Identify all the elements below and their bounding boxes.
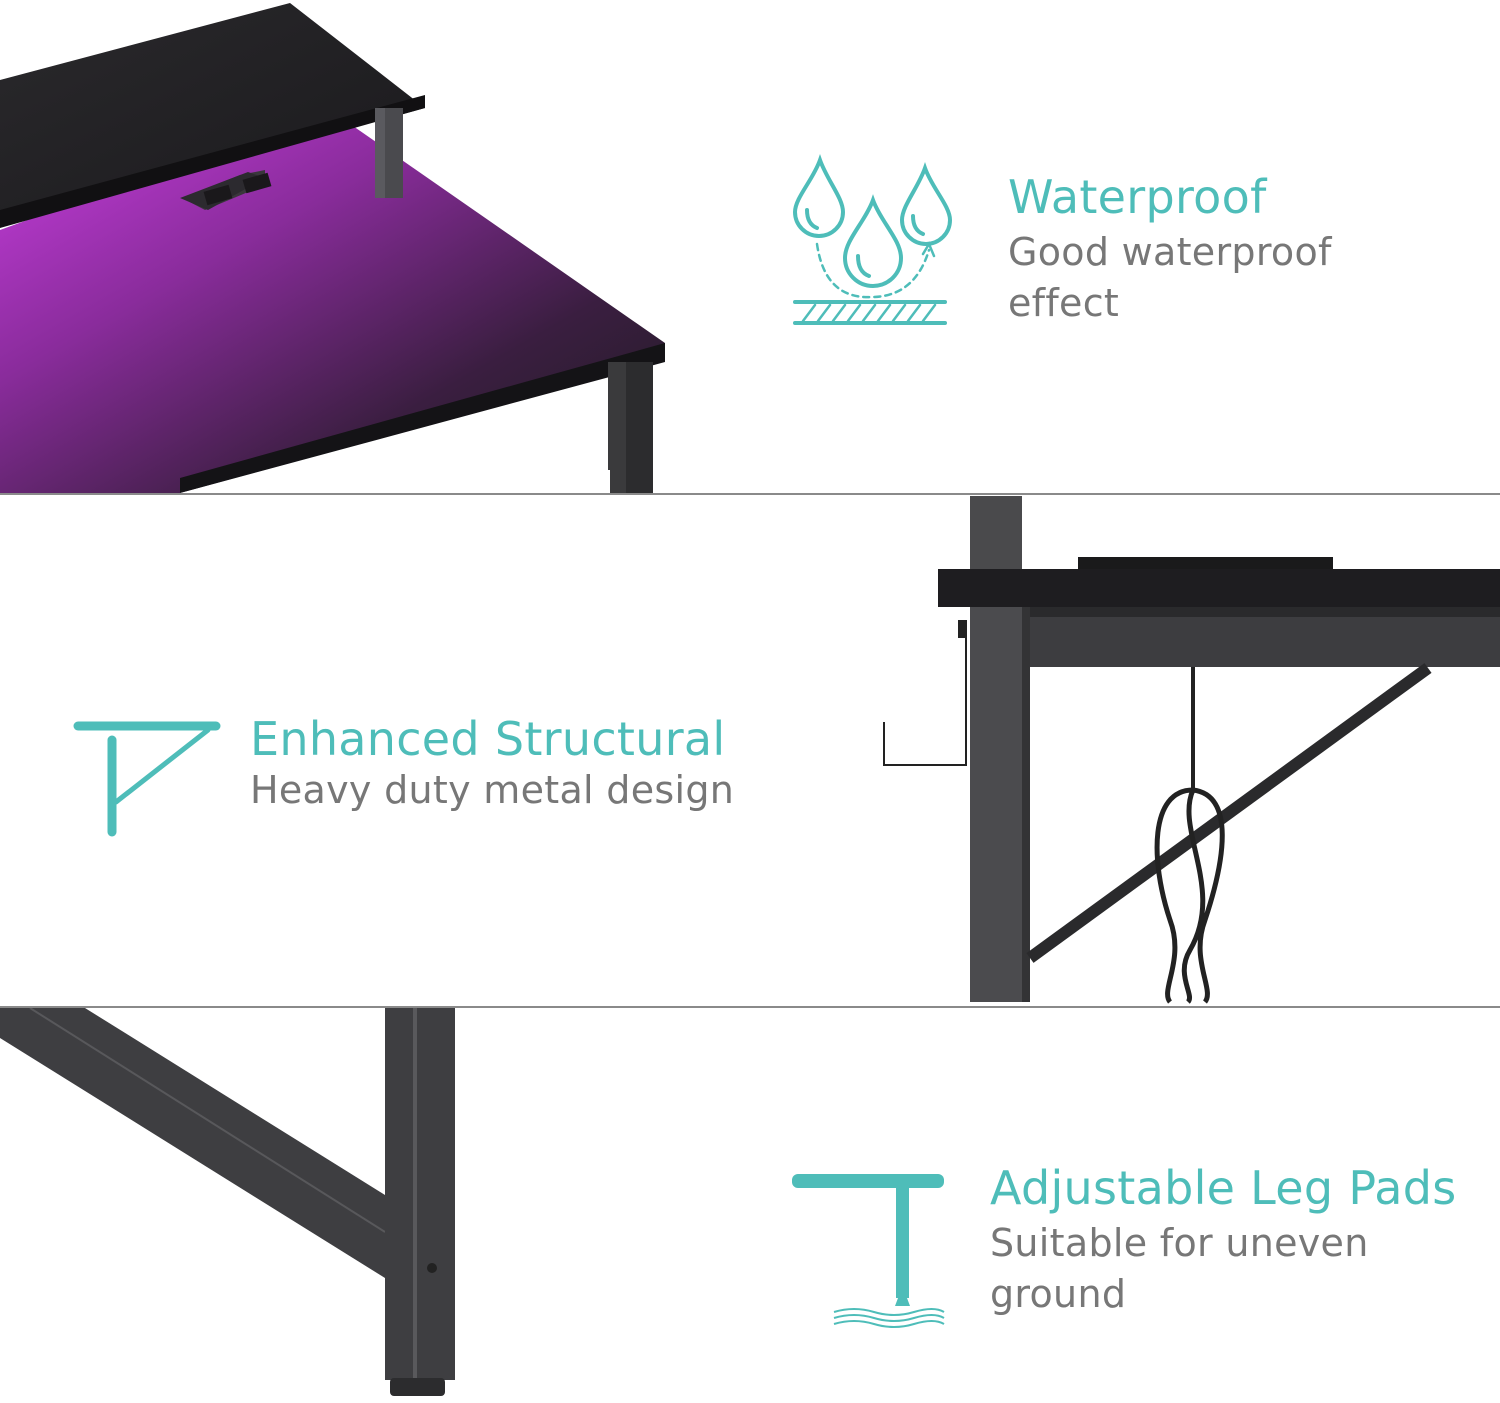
panel-structural: Enhanced Structural Heavy duty metal des… [0, 496, 1500, 1006]
feature-description: Heavy duty metal design [250, 767, 735, 812]
feature-title: Enhanced Structural [250, 712, 726, 766]
description-line: ground [990, 1271, 1127, 1316]
description-line: Suitable for uneven [990, 1220, 1369, 1265]
feature-title: Waterproof [1008, 170, 1267, 224]
leveling-foot-icon [792, 1174, 945, 1328]
description-line: effect [1008, 280, 1120, 325]
feature-description: Good waterproof effect [1008, 227, 1332, 330]
desk-leg-image [0, 1008, 455, 1396]
desk-side-frame-image [883, 496, 1500, 1004]
panel-waterproof: Waterproof Good waterproof effect [0, 0, 1500, 493]
feature-description: Suitable for uneven ground [990, 1218, 1457, 1321]
panel-leg-pads: Adjustable Leg Pads Suitable for uneven … [0, 1008, 1500, 1403]
bracket-support-icon [73, 721, 221, 837]
feature-title: Adjustable Leg Pads [990, 1161, 1457, 1215]
feature-structural: Enhanced Structural Heavy duty metal des… [250, 714, 734, 816]
water-drops-icon [792, 153, 953, 325]
description-line: Good waterproof [1008, 229, 1332, 274]
divider [0, 493, 1500, 495]
desk-with-riser-image [0, 3, 665, 493]
feature-waterproof: Waterproof Good waterproof effect [1008, 172, 1332, 329]
feature-leg-pads: Adjustable Leg Pads Suitable for uneven … [990, 1163, 1457, 1320]
divider [0, 1006, 1500, 1008]
